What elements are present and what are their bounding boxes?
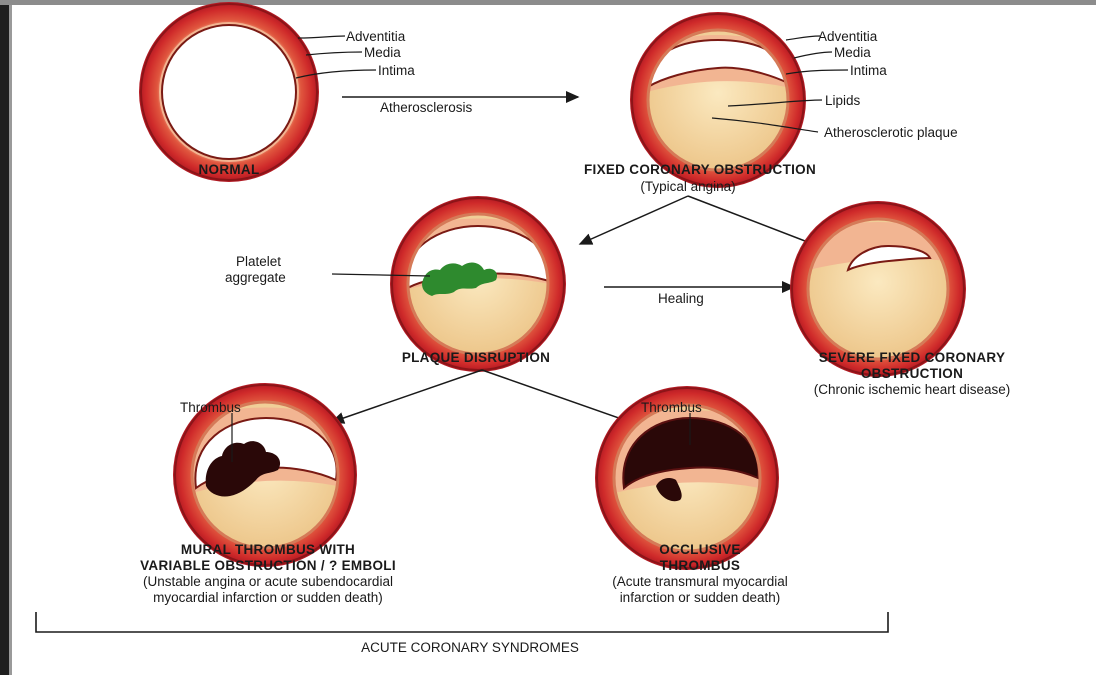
plaque-label: Atherosclerotic plaque [824,125,958,140]
severe-subcaption: (Chronic ischemic heart disease) [814,382,1011,397]
plaque-disruption-artery [390,196,566,372]
fixed-media-label: Media [834,45,871,60]
occlusive-sub-line2: infarction or sudden death) [620,590,781,605]
arrow-to-disruption [580,196,688,244]
mural-sub-line1: (Unstable angina or acute subendocardial [143,574,393,589]
platelet-label-line2: aggregate [225,270,286,285]
mural-thrombus-label: Thrombus [180,400,241,415]
occlusive-thrombus-label: Thrombus [641,400,702,415]
mural-caption-line2: VARIABLE OBSTRUCTION / ? EMBOLI [140,558,396,573]
normal-intima-label: Intima [378,63,415,78]
normal-caption: NORMAL [198,162,259,177]
disruption-caption: PLAQUE DISRUPTION [402,350,550,365]
arrow-to-occlusive [482,370,636,424]
occlusive-caption-line1: OCCLUSIVE [659,542,740,557]
acs-bracket [36,612,888,632]
healing-label: Healing [658,291,704,306]
platelet-label-line1: Platelet [236,254,281,269]
mural-sub-line2: myocardial infarction or sudden death) [153,590,383,605]
normal-artery [139,2,319,182]
normal-adventitia-label: Adventitia [346,29,406,44]
fixed-caption: FIXED CORONARY OBSTRUCTION [584,162,816,177]
severe-caption-line1: SEVERE FIXED CORONARY [819,350,1006,365]
fixed-subcaption: (Typical angina) [640,179,735,194]
arrow-to-mural [332,370,482,422]
occlusive-sub-line1: (Acute transmural myocardial [612,574,788,589]
occlusive-caption-line2: THROMBUS [660,558,740,573]
mural-caption-line1: MURAL THROMBUS WITH [181,542,355,557]
normal-media-label: Media [364,45,401,60]
atherosclerosis-label: Atherosclerosis [380,100,473,115]
severe-caption-line2: OBSTRUCTION [861,366,963,381]
fixed-adventitia-label: Adventitia [818,29,878,44]
arrow-to-severe [688,196,818,246]
acs-label: ACUTE CORONARY SYNDROMES [361,640,579,655]
fixed-intima-label: Intima [850,63,887,78]
lipids-label: Lipids [825,93,861,108]
